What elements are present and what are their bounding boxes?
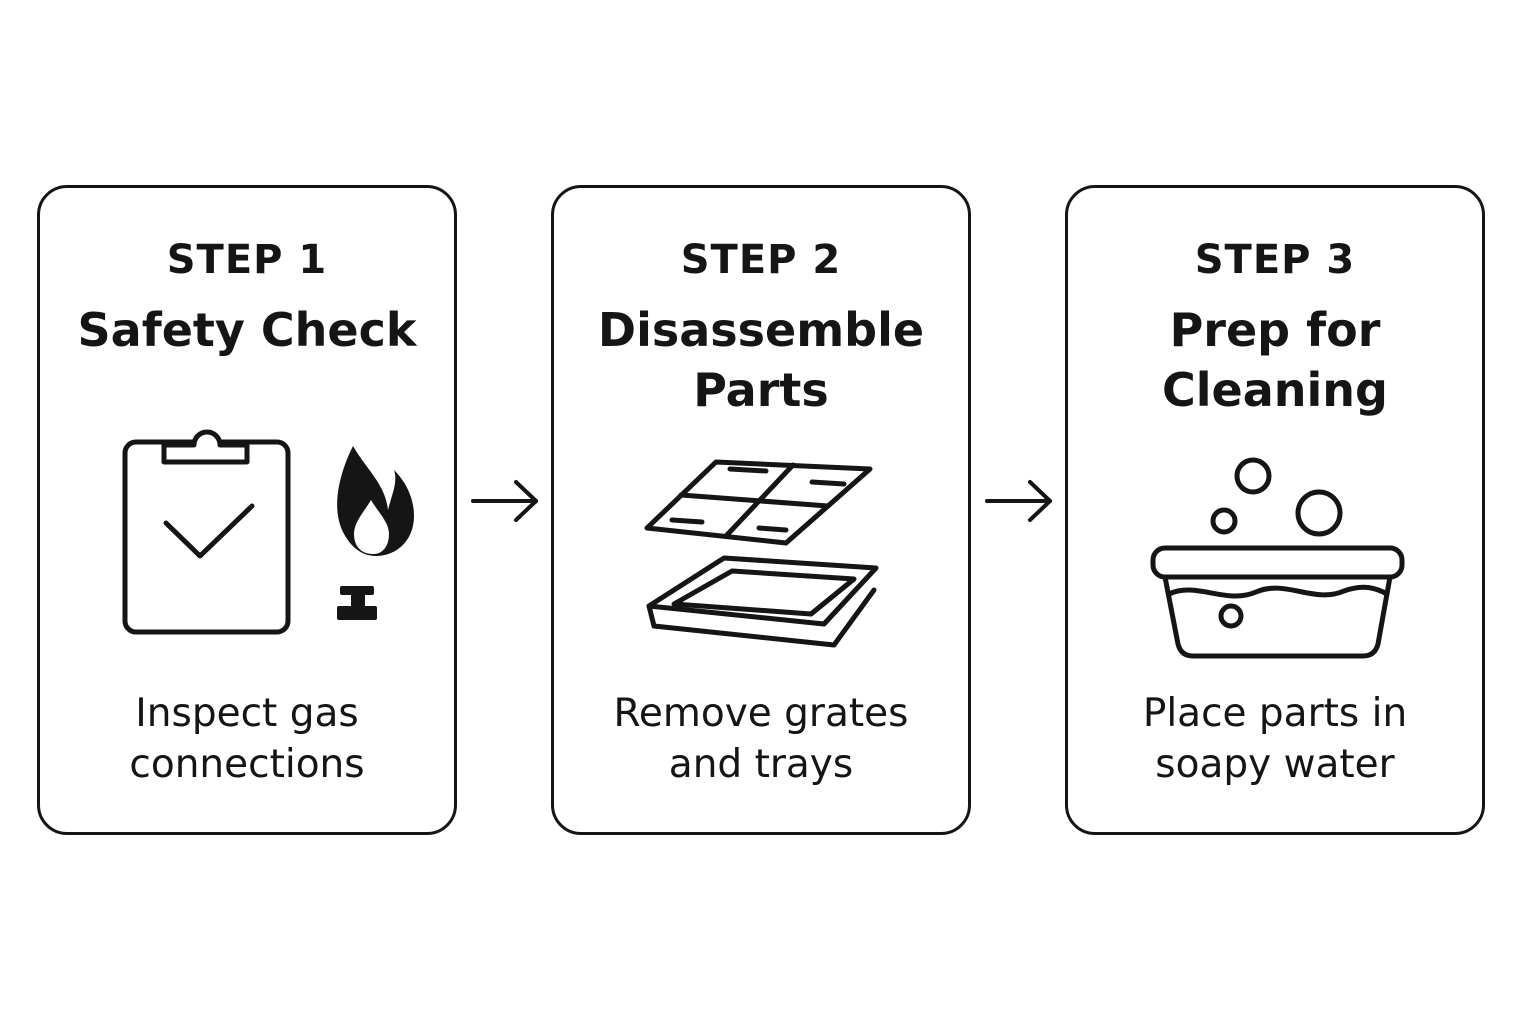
step-title: Disassemble Parts — [564, 300, 958, 420]
step-card-1: STEP 1 Safety Check Inspect gas connecti… — [37, 185, 457, 835]
arrow-right-icon — [985, 480, 1052, 522]
step-title-line: Safety Check — [77, 303, 417, 357]
step-description: Place parts in soapy water — [1078, 688, 1472, 790]
tray-icon — [646, 555, 879, 648]
step-description-line: Place parts in — [1142, 691, 1408, 736]
step-title: Prep for Cleaning — [1078, 300, 1472, 420]
step-description-line: Remove grates — [613, 691, 909, 736]
step-description-line: and trays — [668, 742, 854, 787]
bubble-icon — [1210, 507, 1238, 535]
step-label: STEP 2 — [680, 237, 842, 283]
step-title-line: Cleaning — [1162, 363, 1388, 417]
bubble-icon — [1295, 489, 1343, 537]
step-icons — [644, 459, 879, 648]
gas-flame-icon — [337, 446, 414, 620]
step-description: Remove grates and trays — [564, 688, 958, 790]
step-card-2: STEP 2 Disassemble Parts Remove grates a… — [551, 185, 971, 835]
step-title-line: Parts — [693, 363, 829, 417]
soapy-water-basin-icon — [1150, 457, 1405, 659]
step-title-line: Disassemble — [597, 303, 925, 357]
step-description-line: connections — [129, 742, 365, 787]
grate-icon — [644, 459, 873, 546]
step-icons — [1150, 457, 1405, 659]
clipboard-check-icon — [122, 429, 291, 635]
bubble-icon — [1218, 603, 1244, 629]
step-title-line: Prep for — [1169, 303, 1381, 357]
bubble-icon — [1234, 457, 1272, 495]
step-description: Inspect gas connections — [50, 688, 444, 790]
step-label: STEP 3 — [1194, 237, 1356, 283]
step-card-3: STEP 3 Prep for Cleaning Place parts in … — [1065, 185, 1485, 835]
step-title: Safety Check — [50, 300, 444, 360]
step-label: STEP 1 — [166, 237, 328, 283]
step-description-line: Inspect gas — [135, 691, 359, 736]
step-icons — [122, 429, 414, 635]
arrow-right-icon — [471, 480, 538, 522]
step-description-line: soapy water — [1155, 742, 1395, 787]
